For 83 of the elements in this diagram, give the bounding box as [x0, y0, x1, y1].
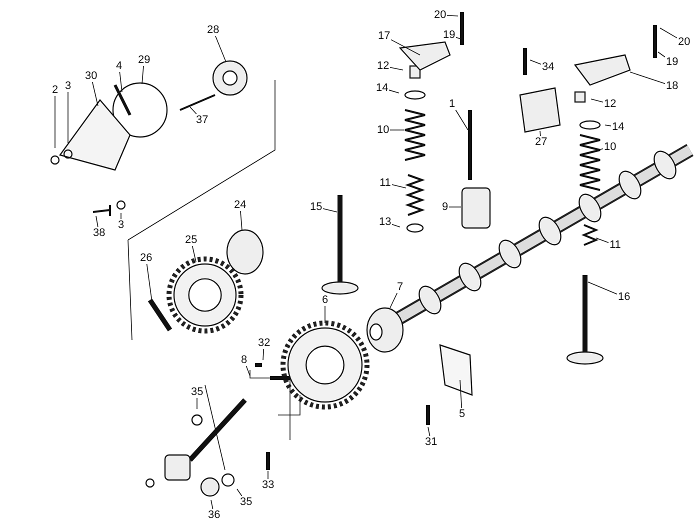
callout-number: 25 [184, 234, 198, 246]
callout-number: 37 [195, 114, 210, 126]
leader-line [390, 292, 398, 308]
callout-number: 17 [377, 30, 392, 42]
callout-number: 28 [206, 24, 220, 36]
callout-number: 10 [376, 124, 390, 136]
leader-line [196, 398, 198, 410]
callout-number: 12 [376, 60, 390, 72]
callout-number: 14 [611, 121, 626, 133]
callout-number: 6 [321, 294, 330, 306]
leader-line [246, 366, 250, 376]
callout-number: 1 [448, 98, 456, 110]
leader-line [460, 380, 462, 408]
leader-line [388, 90, 400, 94]
leader-line [119, 72, 122, 92]
leader-line [146, 264, 152, 302]
callout-number: 35 [190, 386, 204, 398]
callout-number: 19 [665, 56, 680, 68]
callout-number: 33 [261, 479, 276, 491]
callout-number: 30 [84, 70, 98, 82]
leader-line [428, 426, 430, 436]
leader-line [456, 36, 464, 40]
leader-line [660, 28, 678, 38]
leader-line [190, 106, 197, 114]
leader-line [96, 216, 98, 228]
callout-number: 18 [665, 80, 680, 92]
callout-number: 10 [603, 141, 618, 153]
leader-line [262, 348, 264, 360]
leader-line [630, 72, 666, 84]
callout-number: 31 [424, 436, 438, 448]
callout-number: 7 [396, 281, 404, 293]
callout-number: 35 [239, 496, 254, 508]
callout-number: 4 [115, 60, 124, 72]
callout-number: 27 [534, 136, 548, 148]
leader-line [210, 500, 214, 510]
callout-number: 29 [137, 54, 152, 66]
leader-line [392, 224, 400, 228]
callout-number: 13 [378, 216, 392, 228]
callout-number: 3 [117, 219, 126, 231]
callout-number: 8 [240, 354, 248, 366]
callout-number: 12 [603, 98, 618, 110]
leader-line [455, 110, 468, 130]
callout-number: 19 [442, 29, 456, 41]
leader-line [658, 52, 666, 58]
leader-line [590, 98, 604, 103]
callout-number: 20 [677, 36, 692, 48]
leader-line [54, 96, 56, 148]
callout-number: 38 [92, 227, 106, 239]
leader-line [192, 246, 196, 262]
leader-line [448, 206, 462, 208]
callout-number: 20 [433, 9, 448, 21]
leader-line [322, 208, 338, 212]
leader-line [598, 148, 604, 150]
callout-number: 9 [441, 201, 450, 213]
callout-number: 36 [207, 509, 222, 521]
callout-number: 26 [139, 252, 154, 264]
callout-number: 3 [64, 80, 72, 92]
leader-line [120, 212, 122, 220]
callout-number: 11 [378, 177, 392, 189]
leader-line [215, 36, 226, 62]
leader-line [596, 238, 609, 243]
leader-line [142, 66, 144, 84]
leader-line [540, 130, 541, 136]
leader-line [92, 82, 98, 106]
leader-line [391, 184, 406, 188]
callout-number: 11 [608, 239, 622, 251]
leader-line [604, 124, 612, 126]
callout-number: 24 [233, 199, 248, 211]
leader-line [390, 39, 420, 56]
callout-number: 14 [375, 82, 390, 94]
callout-number: 5 [458, 408, 466, 420]
leader-line [236, 488, 242, 496]
leader-line [240, 210, 242, 230]
callout-number: 32 [257, 337, 272, 349]
leader-line [324, 306, 326, 324]
callout-number: 16 [617, 291, 632, 303]
leader-line [588, 282, 618, 294]
leader-line [530, 60, 542, 65]
callout-number: 34 [541, 61, 556, 73]
leader-line [446, 15, 458, 16]
callout-number: 15 [309, 201, 324, 213]
callout-number: 2 [51, 84, 60, 96]
leader-line [390, 67, 404, 70]
